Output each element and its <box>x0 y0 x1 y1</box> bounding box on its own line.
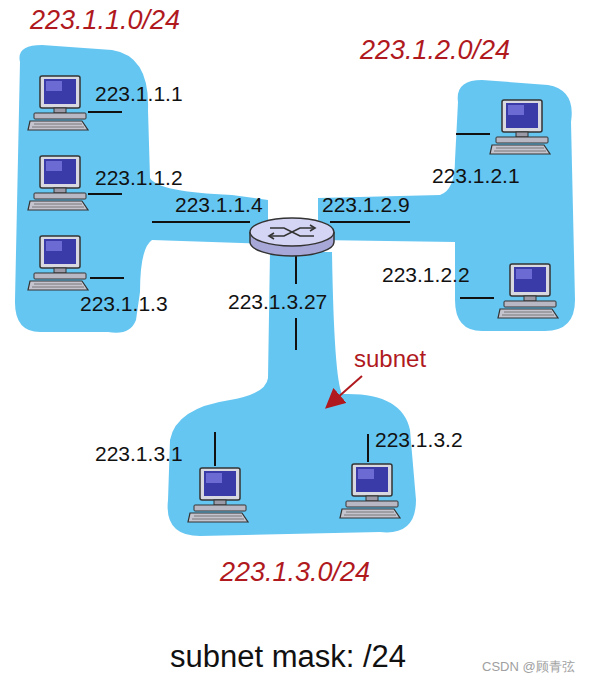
ip-address: 223.1.2.2 <box>382 263 470 286</box>
ip-address: 223.1.1.3 <box>80 292 168 315</box>
ip-address: 223.1.1.4 <box>175 193 263 216</box>
ip-address: 223.1.3.27 <box>228 290 327 313</box>
subnet-blob-shape <box>15 45 268 333</box>
callout-label: subnet <box>354 346 426 372</box>
subnet-label: 223.1.2.0/24 <box>360 36 510 66</box>
ip-address: 223.1.3.1 <box>95 442 183 465</box>
subnet-blob-shape <box>318 80 575 331</box>
subnet-region: 223.1.2.0/24223.1.2.1223.1.2.9223.1.2.2 <box>312 75 580 335</box>
ip-address: 223.1.3.2 <box>375 428 463 451</box>
subnet-label: 223.1.3.0/24 <box>220 558 370 588</box>
router-symbol <box>250 218 334 256</box>
ip-address: 223.1.1.2 <box>95 166 183 189</box>
subnet-blob-shape <box>168 252 416 536</box>
ip-address: 223.1.2.1 <box>432 164 520 187</box>
ip-address: 223.1.2.9 <box>322 193 410 216</box>
caption: subnet mask: /24 <box>170 640 406 674</box>
ip-address: 223.1.1.1 <box>95 82 183 105</box>
subnet-label: 223.1.1.0/24 <box>30 6 180 36</box>
subnet-region: 223.1.3.0/24223.1.3.27223.1.3.1223.1.3.2 <box>160 246 422 540</box>
watermark: CSDN @顾青弦 <box>482 660 575 674</box>
